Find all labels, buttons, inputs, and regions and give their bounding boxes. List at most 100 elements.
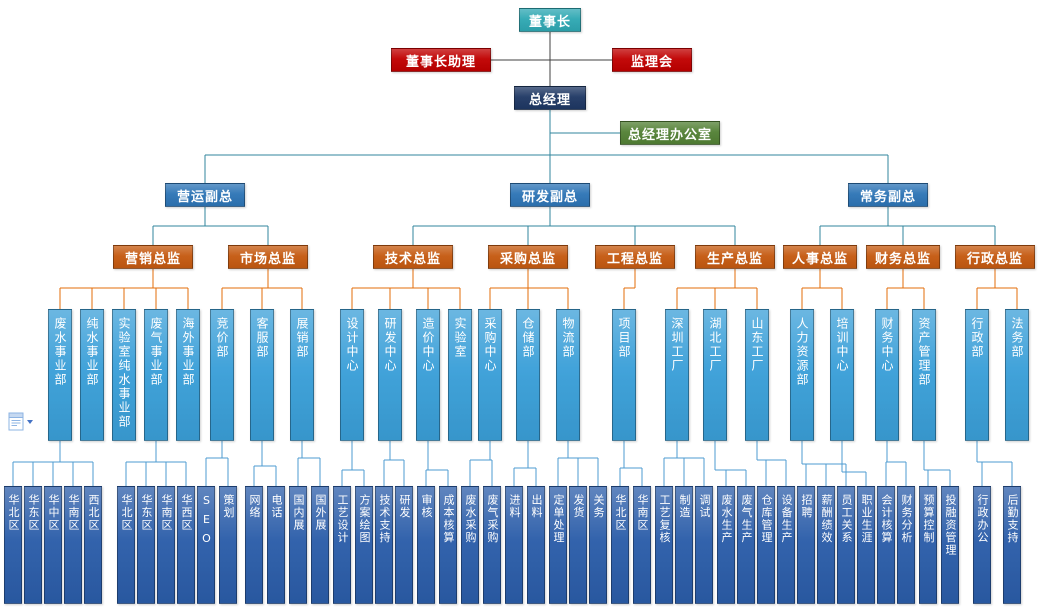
org-node-laboratory[interactable]: 实验室	[448, 309, 472, 441]
org-node-label: 调试	[698, 494, 711, 519]
org-node-investment-financing[interactable]: 投融资管理	[941, 486, 959, 604]
org-node-recruiting[interactable]: 招聘	[797, 486, 815, 604]
org-node-rd-center[interactable]: 研发中心	[378, 309, 402, 441]
org-node-label: 法务部	[1010, 317, 1024, 359]
org-node-ww-region-central[interactable]: 华中区	[44, 486, 62, 604]
org-node-ww-region-northwest[interactable]: 西北区	[84, 486, 102, 604]
org-node-training-center[interactable]: 培训中心	[830, 309, 854, 441]
org-node-prj-region-north[interactable]: 华北区	[611, 486, 629, 604]
org-node-label: 培训中心	[835, 317, 849, 373]
org-node-admin-dept[interactable]: 行政部	[965, 309, 989, 441]
org-node-market-director[interactable]: 市场总监	[228, 245, 308, 269]
org-node-logistics-dept[interactable]: 物流部	[556, 309, 580, 441]
org-node-exec-vp[interactable]: 常务副总	[848, 183, 928, 207]
org-node-finance-director[interactable]: 财务总监	[866, 245, 940, 269]
paste-options-icon[interactable]	[8, 412, 36, 432]
org-node-wg-production[interactable]: 废气生产	[737, 486, 755, 604]
org-node-wg-region-east[interactable]: 华东区	[137, 486, 155, 604]
org-node-career-development[interactable]: 职业生涯	[857, 486, 875, 604]
org-node-admin-director[interactable]: 行政总监	[955, 245, 1035, 269]
org-node-overseas-expo[interactable]: 国外展	[311, 486, 329, 604]
org-node-cost-accounting[interactable]: 成本核算	[439, 486, 457, 604]
org-node-wg-region-north[interactable]: 华北区	[117, 486, 135, 604]
org-node-ww-purchasing[interactable]: 废水采购	[461, 486, 479, 604]
org-node-label: SEO	[200, 494, 213, 551]
org-node-equipment-production[interactable]: 设备生产	[777, 486, 795, 604]
org-node-overseas-div[interactable]: 海外事业部	[176, 309, 200, 441]
org-node-domestic-expo[interactable]: 国内展	[289, 486, 307, 604]
org-node-label: 市场总监	[239, 251, 296, 267]
org-node-project-dept[interactable]: 项目部	[612, 309, 636, 441]
org-node-supervisory-board[interactable]: 监理会	[612, 48, 692, 72]
org-node-chairman-assistant[interactable]: 董事长助理	[391, 48, 491, 72]
org-node-customs[interactable]: 关务	[589, 486, 607, 604]
org-node-ww-region-north[interactable]: 华北区	[4, 486, 22, 604]
org-node-prj-region-south[interactable]: 华南区	[633, 486, 651, 604]
org-node-hr-dept[interactable]: 人力资源部	[790, 309, 814, 441]
org-node-tech-director[interactable]: 技术总监	[373, 245, 453, 269]
org-node-wg-region-south[interactable]: 华南区	[157, 486, 175, 604]
org-node-seo-team[interactable]: SEO	[197, 486, 215, 604]
org-node-general-manager[interactable]: 总经理	[514, 86, 586, 110]
org-node-label: 废水事业部	[53, 317, 67, 387]
org-node-planning-team[interactable]: 策划	[219, 486, 237, 604]
org-node-admin-office[interactable]: 行政办公	[973, 486, 991, 604]
org-node-order-processing[interactable]: 定单处理	[549, 486, 567, 604]
org-node-lab-purewater-div[interactable]: 实验室纯水事业部	[112, 309, 136, 441]
org-node-scheme-drawing[interactable]: 方案绘图	[355, 486, 373, 604]
org-node-label: 废气采购	[486, 494, 499, 544]
org-node-rd-vp[interactable]: 研发副总	[510, 183, 590, 207]
org-node-design-center[interactable]: 设计中心	[340, 309, 364, 441]
org-node-chairman[interactable]: 董事长	[519, 8, 581, 32]
org-node-inbound-material[interactable]: 进料	[505, 486, 523, 604]
org-node-label: 总经理	[528, 92, 571, 108]
org-node-label: 深圳工厂	[670, 317, 684, 373]
org-node-cost-center[interactable]: 造价中心	[416, 309, 440, 441]
org-node-shandong-factory[interactable]: 山东工厂	[745, 309, 769, 441]
org-node-wg-purchasing[interactable]: 废气采购	[483, 486, 501, 604]
org-node-financial-analysis[interactable]: 财务分析	[897, 486, 915, 604]
org-node-bidding-dept[interactable]: 竞价部	[210, 309, 234, 441]
org-node-purchase-director[interactable]: 采购总监	[488, 245, 568, 269]
org-node-commissioning[interactable]: 调试	[695, 486, 713, 604]
org-node-purchase-center[interactable]: 采购中心	[478, 309, 502, 441]
org-node-process-design[interactable]: 工艺设计	[333, 486, 351, 604]
org-node-compensation[interactable]: 薪酬绩效	[817, 486, 835, 604]
org-node-outbound-material[interactable]: 出料	[527, 486, 545, 604]
org-node-label: 废气生产	[740, 494, 753, 544]
org-node-online-service[interactable]: 网络	[245, 486, 263, 604]
org-node-hubei-factory[interactable]: 湖北工厂	[703, 309, 727, 441]
org-node-wastewater-div[interactable]: 废水事业部	[48, 309, 72, 441]
org-node-process-review[interactable]: 工艺复核	[655, 486, 673, 604]
org-node-ww-production[interactable]: 废水生产	[717, 486, 735, 604]
org-node-employee-relations[interactable]: 员工关系	[837, 486, 855, 604]
org-node-budget-control[interactable]: 预算控制	[919, 486, 937, 604]
org-node-gm-office[interactable]: 总经理办公室	[620, 121, 720, 145]
org-node-tech-support[interactable]: 技术支持	[375, 486, 393, 604]
org-node-ww-region-south[interactable]: 华南区	[64, 486, 82, 604]
org-node-ww-region-east[interactable]: 华东区	[24, 486, 42, 604]
org-node-manufacturing[interactable]: 制造	[675, 486, 693, 604]
org-node-accounting[interactable]: 会计核算	[877, 486, 895, 604]
org-node-engineering-director[interactable]: 工程总监	[595, 245, 675, 269]
org-node-purewater-div[interactable]: 纯水事业部	[80, 309, 104, 441]
org-node-finance-center[interactable]: 财务中心	[875, 309, 899, 441]
org-node-service-dept[interactable]: 客服部	[250, 309, 274, 441]
org-node-production-director[interactable]: 生产总监	[695, 245, 775, 269]
org-node-rnd-team[interactable]: 研发	[395, 486, 413, 604]
org-node-wastegas-div[interactable]: 废气事业部	[144, 309, 168, 441]
org-node-marketing-director[interactable]: 营销总监	[113, 245, 193, 269]
org-node-wg-region-west[interactable]: 华西区	[177, 486, 195, 604]
org-node-warehouse-mgmt[interactable]: 仓库管理	[757, 486, 775, 604]
org-node-ops-vp[interactable]: 营运副总	[165, 183, 245, 207]
org-node-audit-team[interactable]: 审核	[417, 486, 435, 604]
org-node-asset-mgmt-dept[interactable]: 资产管理部	[912, 309, 936, 441]
org-node-logistics-support[interactable]: 后勤支持	[1003, 486, 1021, 604]
org-node-legal-dept[interactable]: 法务部	[1005, 309, 1029, 441]
org-node-warehouse-dept[interactable]: 仓储部	[516, 309, 540, 441]
org-node-hr-director[interactable]: 人事总监	[783, 245, 857, 269]
org-node-shipping[interactable]: 发货	[569, 486, 587, 604]
org-node-phone-service[interactable]: 电话	[267, 486, 285, 604]
org-node-shenzhen-factory[interactable]: 深圳工厂	[665, 309, 689, 441]
org-node-exhibition-dept[interactable]: 展销部	[290, 309, 314, 441]
